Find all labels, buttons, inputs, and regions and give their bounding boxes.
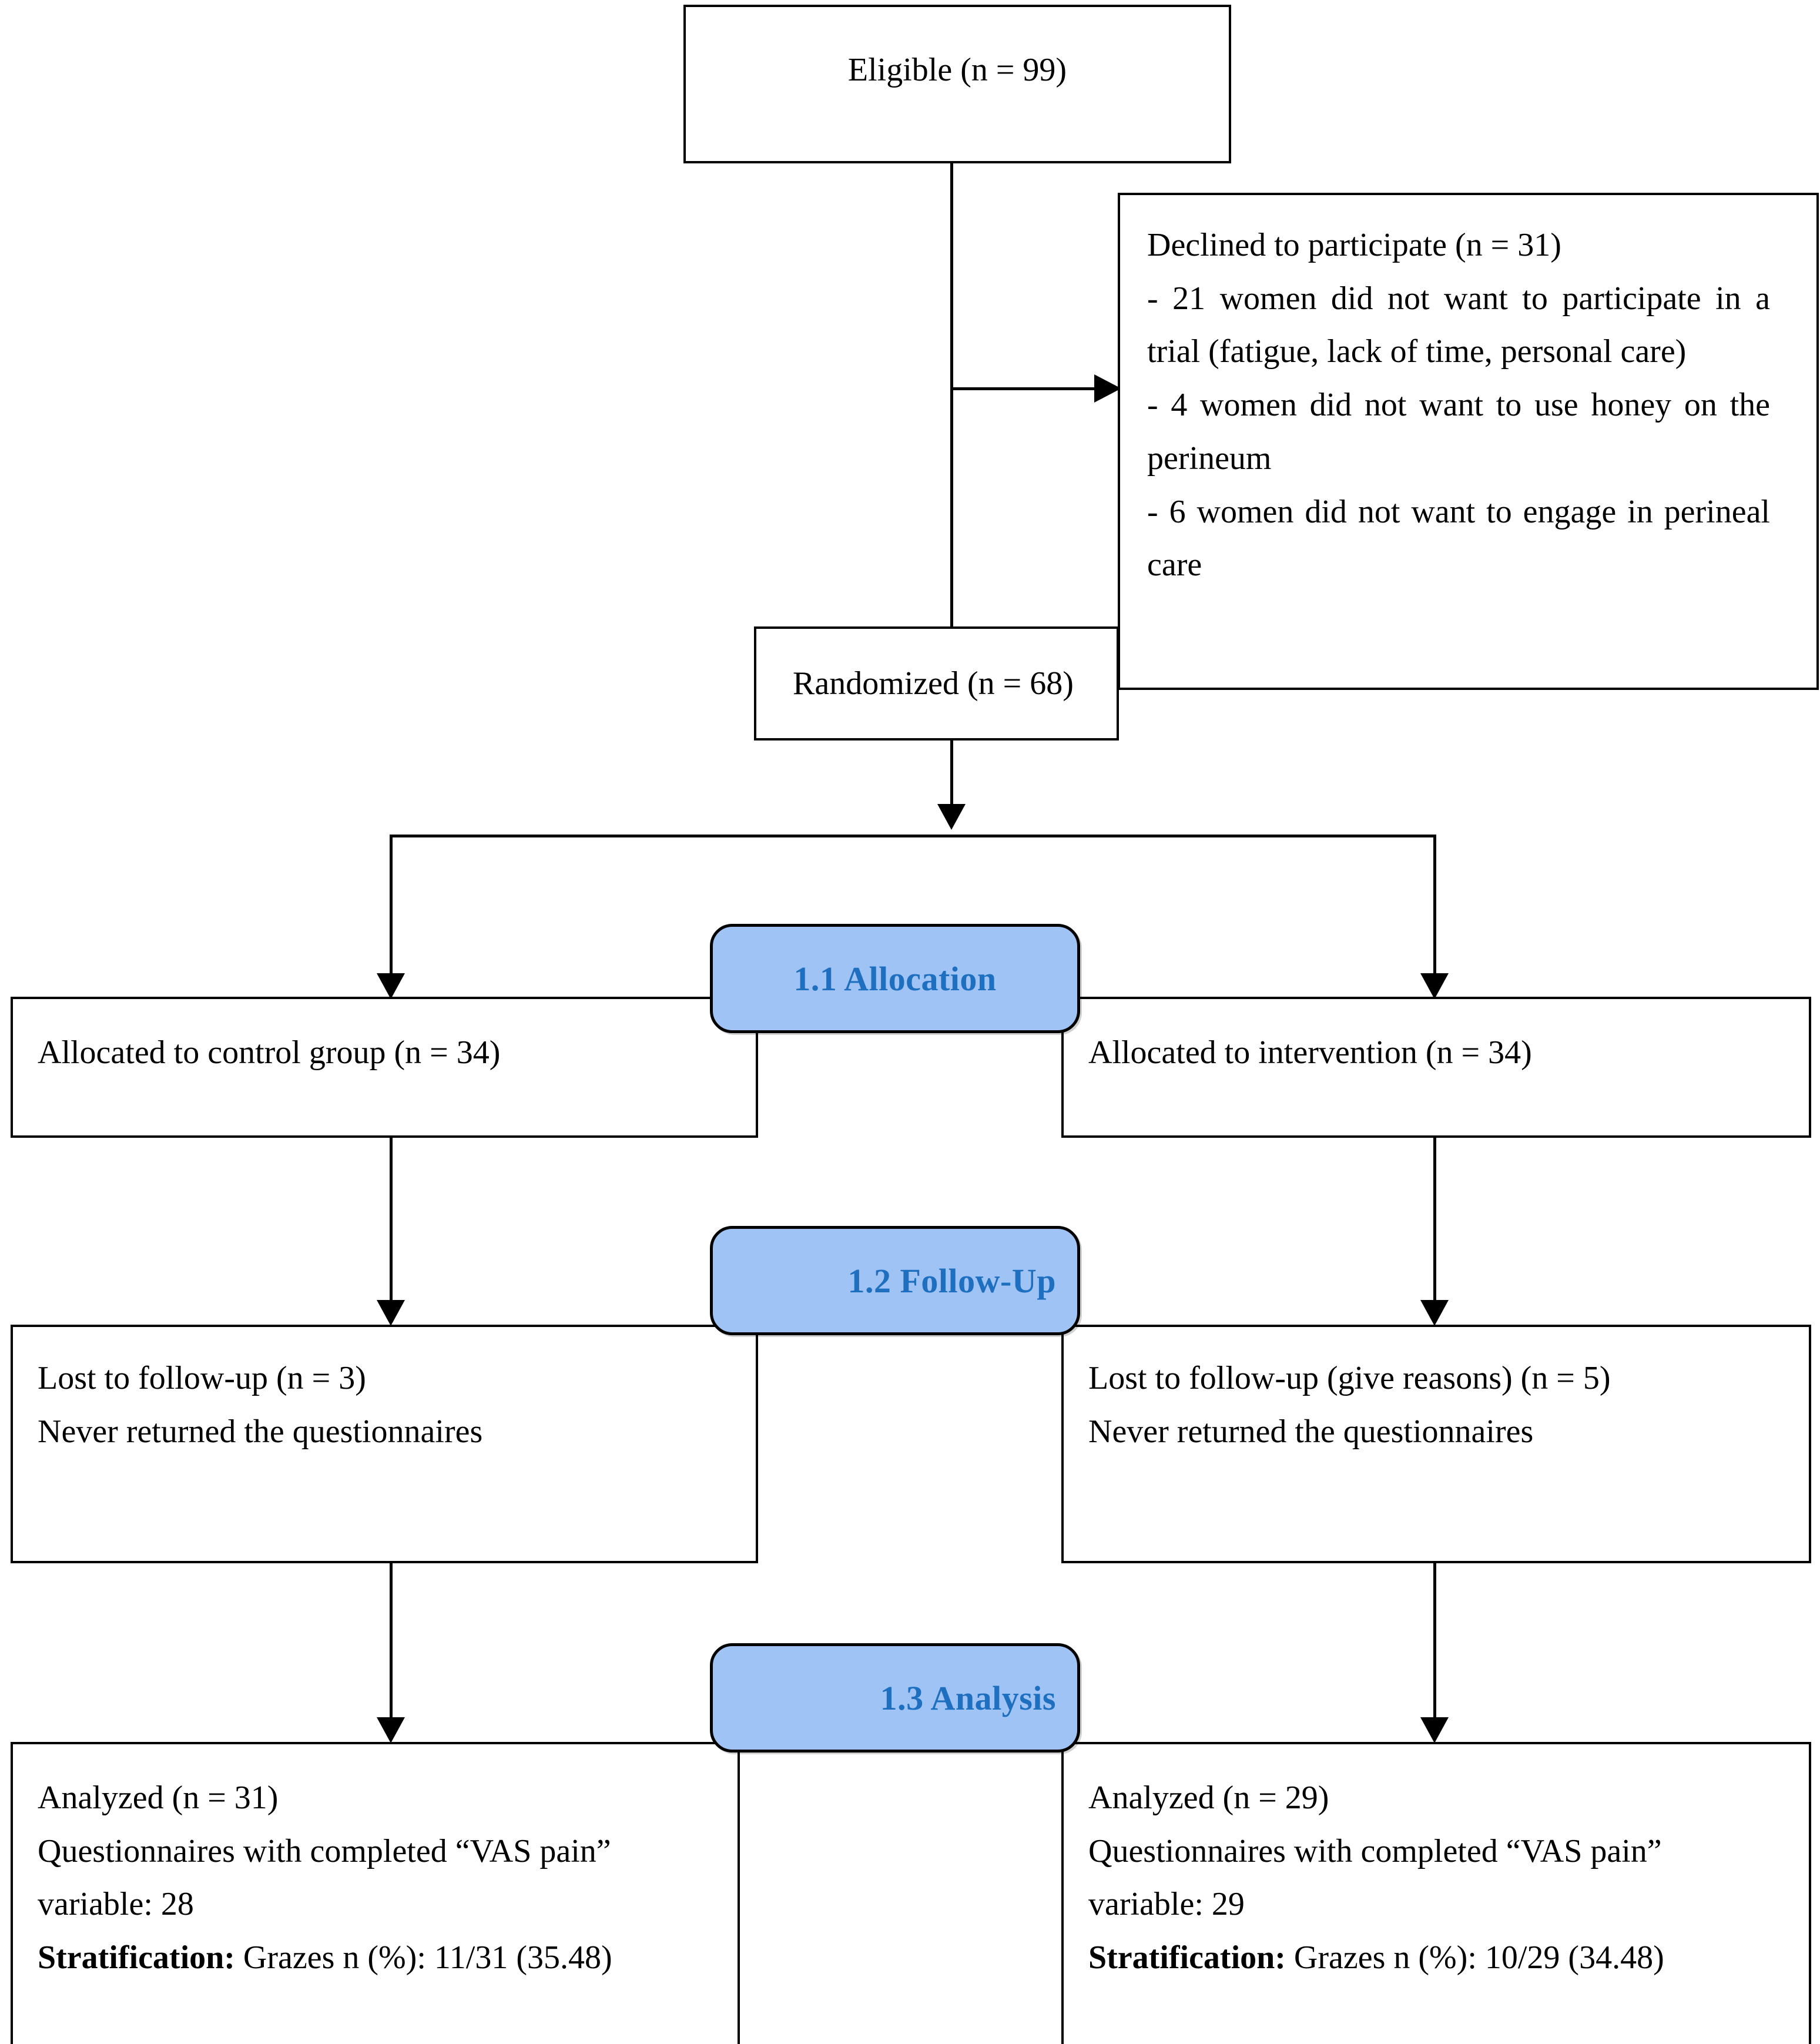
eligible-box: Eligible (n = 99) [683,5,1231,163]
analysis-control-strat-label: Stratification: [38,1939,235,1976]
analysis-control-line1: Analyzed (n = 31) [38,1780,279,1816]
followup-control-box: Lost to follow-up (n = 3) Never returned… [11,1325,758,1563]
connector-eligible-to-randomized [950,162,953,626]
stage-analysis-label: 1.3 Analysis [880,1678,1056,1717]
arrow-randomized-down [937,804,966,830]
eligible-label: Eligible (n = 99) [847,52,1067,88]
followup-control-line2: Never returned the questionnaires [38,1413,483,1450]
analysis-gap-spacer-box [738,1742,1067,2044]
declined-reason-1: - 21 women did not want to participate i… [1147,280,1770,370]
arrow-into-intervention-allocation [1420,973,1449,999]
analysis-intervention-box: Analyzed (n = 29) Questionnaires with co… [1061,1742,1811,2044]
followup-control-line1: Lost to follow-up (n = 3) [38,1360,366,1396]
declined-heading: Declined to participate (n = 31) [1147,227,1561,263]
allocated-intervention-box: Allocated to intervention (n = 34) [1061,997,1811,1138]
arrow-into-control-allocation [377,973,405,999]
declined-reason-2: - 4 women did not want to use honey on t… [1147,387,1770,477]
followup-intervention-line2: Never returned the questionnaires [1088,1413,1534,1450]
connector-control-followup-to-analysis [390,1563,393,1722]
connector-intervention-followup-to-analysis [1433,1563,1436,1722]
connector-split-left [390,835,393,976]
analysis-intervention-line2: Questionnaires with completed “VAS pain” [1088,1832,1662,1869]
analysis-intervention-text: Analyzed (n = 29) Questionnaires with co… [1088,1771,1788,1985]
arrow-control-to-followup [377,1300,405,1326]
analysis-control-box: Analyzed (n = 31) Questionnaires with co… [11,1742,758,2044]
allocated-control-label: Allocated to control group (n = 34) [38,1034,501,1071]
analysis-control-line3: variable: 28 [38,1886,194,1923]
arrow-control-to-analysis [377,1717,405,1743]
analysis-intervention-stratification: Stratification: Grazes n (%): 10/29 (34.… [1088,1931,1788,1985]
stage-followup-label: 1.2 Follow-Up [847,1261,1056,1300]
allocated-intervention-label: Allocated to intervention (n = 34) [1088,1034,1532,1071]
analysis-intervention-strat-value: Grazes n (%): 10/29 (34.48) [1285,1939,1664,1976]
connector-to-declined [950,387,1097,390]
analysis-control-text: Analyzed (n = 31) Questionnaires with co… [38,1771,731,1985]
analysis-control-line2: Questionnaires with completed “VAS pain” [38,1832,611,1869]
analysis-intervention-line1: Analyzed (n = 29) [1088,1780,1329,1816]
followup-control-text: Lost to follow-up (n = 3) Never returned… [38,1352,713,1458]
connector-intervention-alloc-to-followup [1433,1138,1436,1302]
followup-intervention-text: Lost to follow-up (give reasons) (n = 5)… [1088,1352,1782,1458]
stage-badge-followup: 1.2 Follow-Up [710,1226,1080,1335]
allocated-control-box: Allocated to control group (n = 34) [11,997,758,1138]
arrow-to-declined [1094,374,1121,403]
connector-control-alloc-to-followup [390,1138,393,1302]
declined-text-block: Declined to participate (n = 31) - 21 wo… [1147,219,1770,592]
analysis-intervention-line3: variable: 29 [1088,1886,1245,1923]
stage-badge-allocation: 1.1 Allocation [710,924,1080,1033]
arrow-intervention-to-analysis [1420,1717,1449,1743]
connector-randomized-down [950,740,953,806]
analysis-intervention-strat-label: Stratification: [1088,1939,1286,1976]
split-bar-allocation [390,835,1436,837]
analysis-control-strat-value: Grazes n (%): 11/31 (35.48) [234,1939,612,1976]
connector-split-right [1433,835,1436,976]
arrow-intervention-to-followup [1420,1300,1449,1326]
declined-box: Declined to participate (n = 31) - 21 wo… [1118,193,1819,690]
followup-intervention-line1: Lost to follow-up (give reasons) (n = 5) [1088,1360,1611,1396]
followup-intervention-box: Lost to follow-up (give reasons) (n = 5)… [1061,1325,1811,1563]
analysis-control-stratification: Stratification: Grazes n (%): 11/31 (35.… [38,1931,731,1985]
randomized-box: Randomized (n = 68) [754,626,1119,740]
stage-allocation-label: 1.1 Allocation [793,959,997,998]
declined-reason-3: - 6 women did not want to engage in peri… [1147,493,1770,584]
randomized-label: Randomized (n = 68) [793,665,1074,702]
stage-badge-analysis: 1.3 Analysis [710,1643,1080,1753]
